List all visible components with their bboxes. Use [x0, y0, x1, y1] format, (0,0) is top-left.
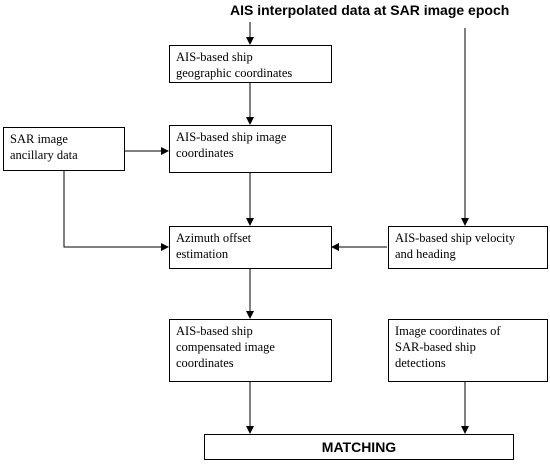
- box-matching: MATCHING: [204, 434, 514, 460]
- box-azimuth-offset-estimation: Azimuth offset estimation: [169, 226, 332, 269]
- diagram-title: AIS interpolated data at SAR image epoch: [230, 2, 510, 18]
- box-sar-detections: Image coordinates of SAR-based ship dete…: [388, 319, 548, 382]
- box-compensated-coordinates: AIS-based ship compensated image coordin…: [169, 319, 332, 382]
- box-image-coordinates: AIS-based ship image coordinates: [169, 125, 332, 173]
- arrow-ancillary-to-azimuth: [63, 171, 169, 251]
- box-velocity-heading: AIS-based ship velocity and heading: [388, 226, 548, 269]
- box-sar-ancillary-data: SAR image ancillary data: [3, 127, 125, 171]
- box-geographic-coordinates: AIS-based ship geographic coordinates: [169, 45, 332, 83]
